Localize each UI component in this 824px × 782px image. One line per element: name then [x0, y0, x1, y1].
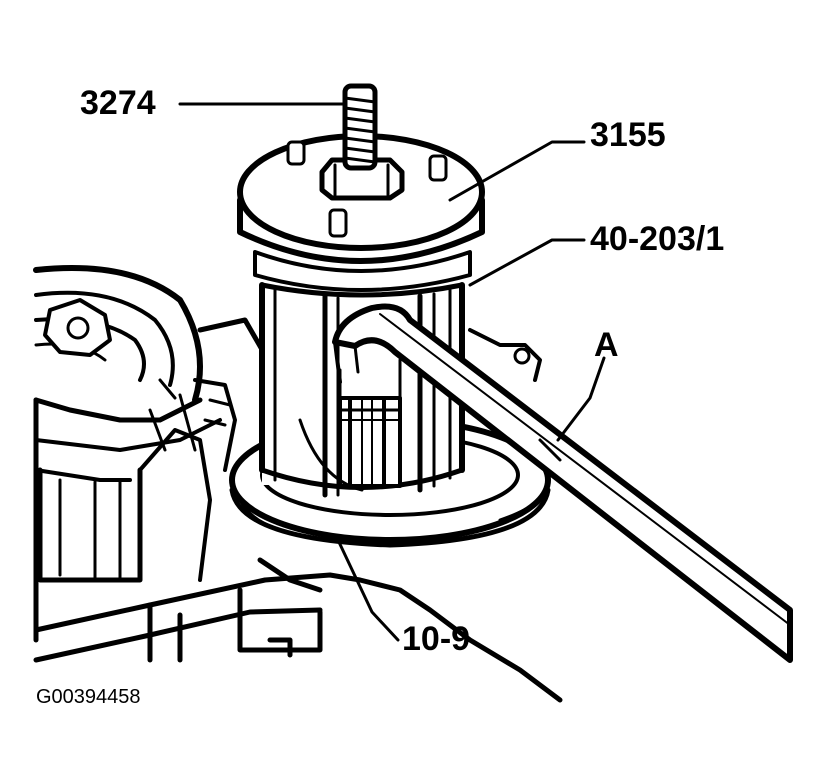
output-flange [33, 265, 237, 643]
tool-3155-plate [237, 133, 485, 292]
part-a-lever [332, 303, 793, 663]
callout-10-9: 10-9 [402, 620, 471, 658]
leader-10-9 [336, 538, 400, 642]
callout-a: A [594, 326, 619, 364]
callout-40-203-1: 40-203/1 [590, 220, 725, 258]
callout-3274: 3274 [80, 84, 156, 122]
tool-3274-spindle [342, 83, 378, 171]
leader-a [556, 356, 606, 442]
figure-id: G00394458 [36, 686, 141, 708]
callout-3155: 3155 [590, 116, 666, 154]
leader-40-203-1 [468, 238, 586, 287]
housing-detail-right [468, 328, 562, 462]
leader-lines [178, 102, 606, 642]
transmission-housing [33, 317, 563, 703]
leader-3155 [448, 140, 586, 202]
